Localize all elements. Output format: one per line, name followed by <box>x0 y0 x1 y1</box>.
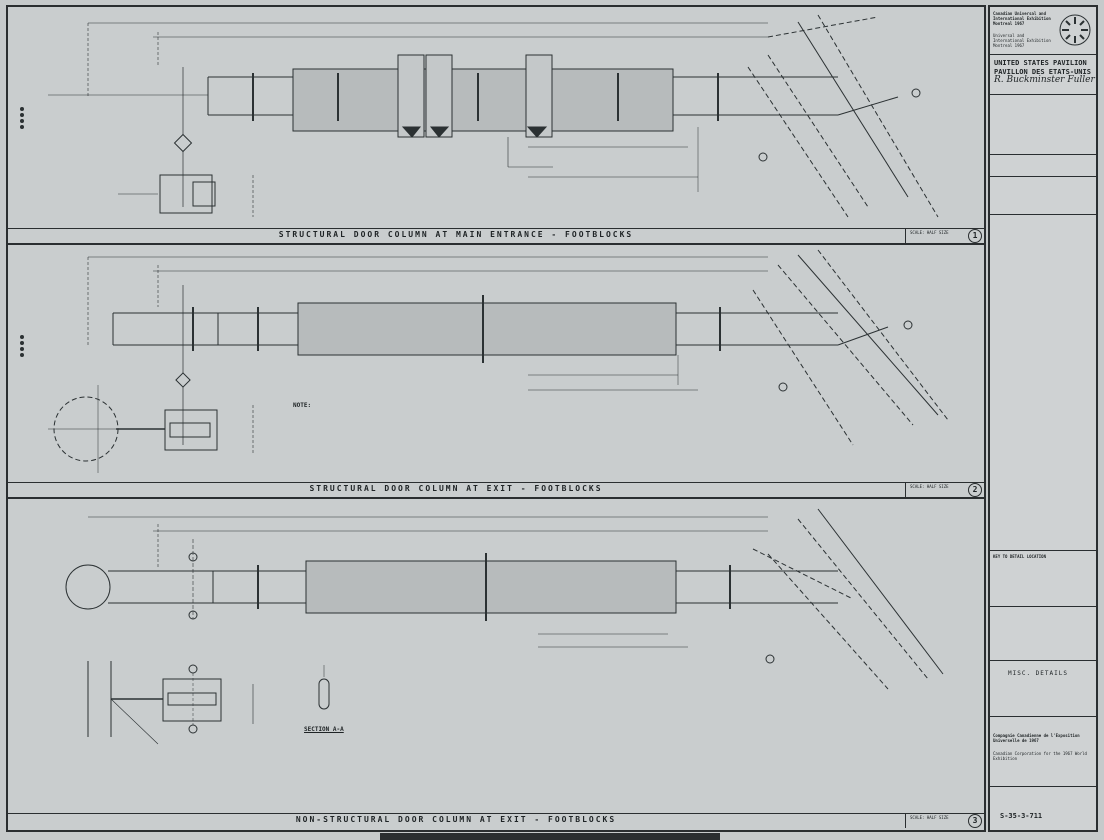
drawing-number: S-35-3-711 <box>1000 812 1043 820</box>
pavilion-name-en: UNITED STATES PAVILION <box>994 59 1087 67</box>
expo-logo <box>1059 14 1091 46</box>
detail-caption-2: STRUCTURAL DOOR COLUMN AT EXIT - FOOTBLO… <box>309 484 603 493</box>
tb-sheet-title-section: MISC. DETAILS <box>990 661 1096 717</box>
detail-caption-1: STRUCTURAL DOOR COLUMN AT MAIN ENTRANCE … <box>278 230 634 239</box>
tb-client-section: Compagnie Canadienne de l'Exposition Uni… <box>990 717 1096 787</box>
scale-label-1: SCALE: HALF SIZE <box>910 230 949 235</box>
detail-2-drawing <box>20 249 949 473</box>
detail-panel-2: NOTE: STRUCTURAL DOOR COLUMN AT EXIT - F… <box>8 245 984 499</box>
pavilion-name-fr: PAVILLON DES ETATS-UNIS <box>994 68 1091 76</box>
detail-box-3: SCALE: HALF SIZE 3 <box>905 814 984 828</box>
expo-name: Canadian Universal and International Exh… <box>993 11 1051 26</box>
scale-label-3: SCALE: HALF SIZE <box>910 815 949 820</box>
architect-signature: R. Buckminster Fuller <box>994 75 1095 85</box>
caption-bar-3: NON-STRUCTURAL DOOR COLUMN AT EXIT - FOO… <box>8 813 984 828</box>
tb-key-section: KEY TO DETAIL LOCATION <box>990 551 1096 607</box>
section-label: SECTION A-A <box>304 726 344 733</box>
sheet-title: MISC. DETAILS <box>1008 670 1068 677</box>
detail-3-drawing <box>65 508 944 745</box>
drawing-area: STRUCTURAL DOOR COLUMN AT MAIN ENTRANCE … <box>6 5 986 832</box>
tb-number-section: S-35-3-711 <box>990 787 1096 830</box>
note-heading: NOTE: <box>293 402 312 409</box>
detail-number-3: 3 <box>968 814 982 828</box>
detail-caption-3: NON-STRUCTURAL DOOR COLUMN AT EXIT - FOO… <box>295 815 617 824</box>
detail-number-2: 2 <box>968 483 982 497</box>
tb-engineers-section <box>990 177 1096 215</box>
detail-panel-1: STRUCTURAL DOOR COLUMN AT MAIN ENTRANCE … <box>8 7 984 245</box>
caption-bar-1: STRUCTURAL DOOR COLUMN AT MAIN ENTRANCE … <box>8 228 984 243</box>
caption-bar-2: STRUCTURAL DOOR COLUMN AT EXIT - FOOTBLO… <box>8 482 984 497</box>
bottom-edge-strip <box>380 833 720 840</box>
expo-name-2: Universal and International Exhibition M… <box>993 33 1051 48</box>
detail-number-1: 1 <box>968 229 982 243</box>
detail-box-2: SCALE: HALF SIZE 2 <box>905 483 984 497</box>
detail-box-1: SCALE: HALF SIZE 1 <box>905 229 984 243</box>
tb-expo-section: Canadian Universal and International Exh… <box>990 7 1096 55</box>
scale-label-2: SCALE: HALF SIZE <box>910 484 949 489</box>
tb-architect-section <box>990 95 1096 155</box>
key-to-detail-label: KEY TO DETAIL LOCATION <box>993 554 1046 559</box>
tb-pavilion-section: UNITED STATES PAVILION PAVILLON DES ETAT… <box>990 55 1096 95</box>
detail-panel-3: SECTION A-A NON-STRUCTURAL DOOR COLUMN A… <box>8 499 984 830</box>
detail-1-drawing <box>20 14 939 218</box>
title-block: Canadian Universal and International Exh… <box>988 5 1098 832</box>
tb-revisions-section <box>990 215 1096 551</box>
tb-associates-section <box>990 155 1096 177</box>
client-name-fr: Compagnie Canadienne de l'Exposition Uni… <box>993 733 1080 743</box>
client-name-en: Canadian Corporation for the 1967 World … <box>993 751 1087 761</box>
tb-blank-section <box>990 607 1096 661</box>
